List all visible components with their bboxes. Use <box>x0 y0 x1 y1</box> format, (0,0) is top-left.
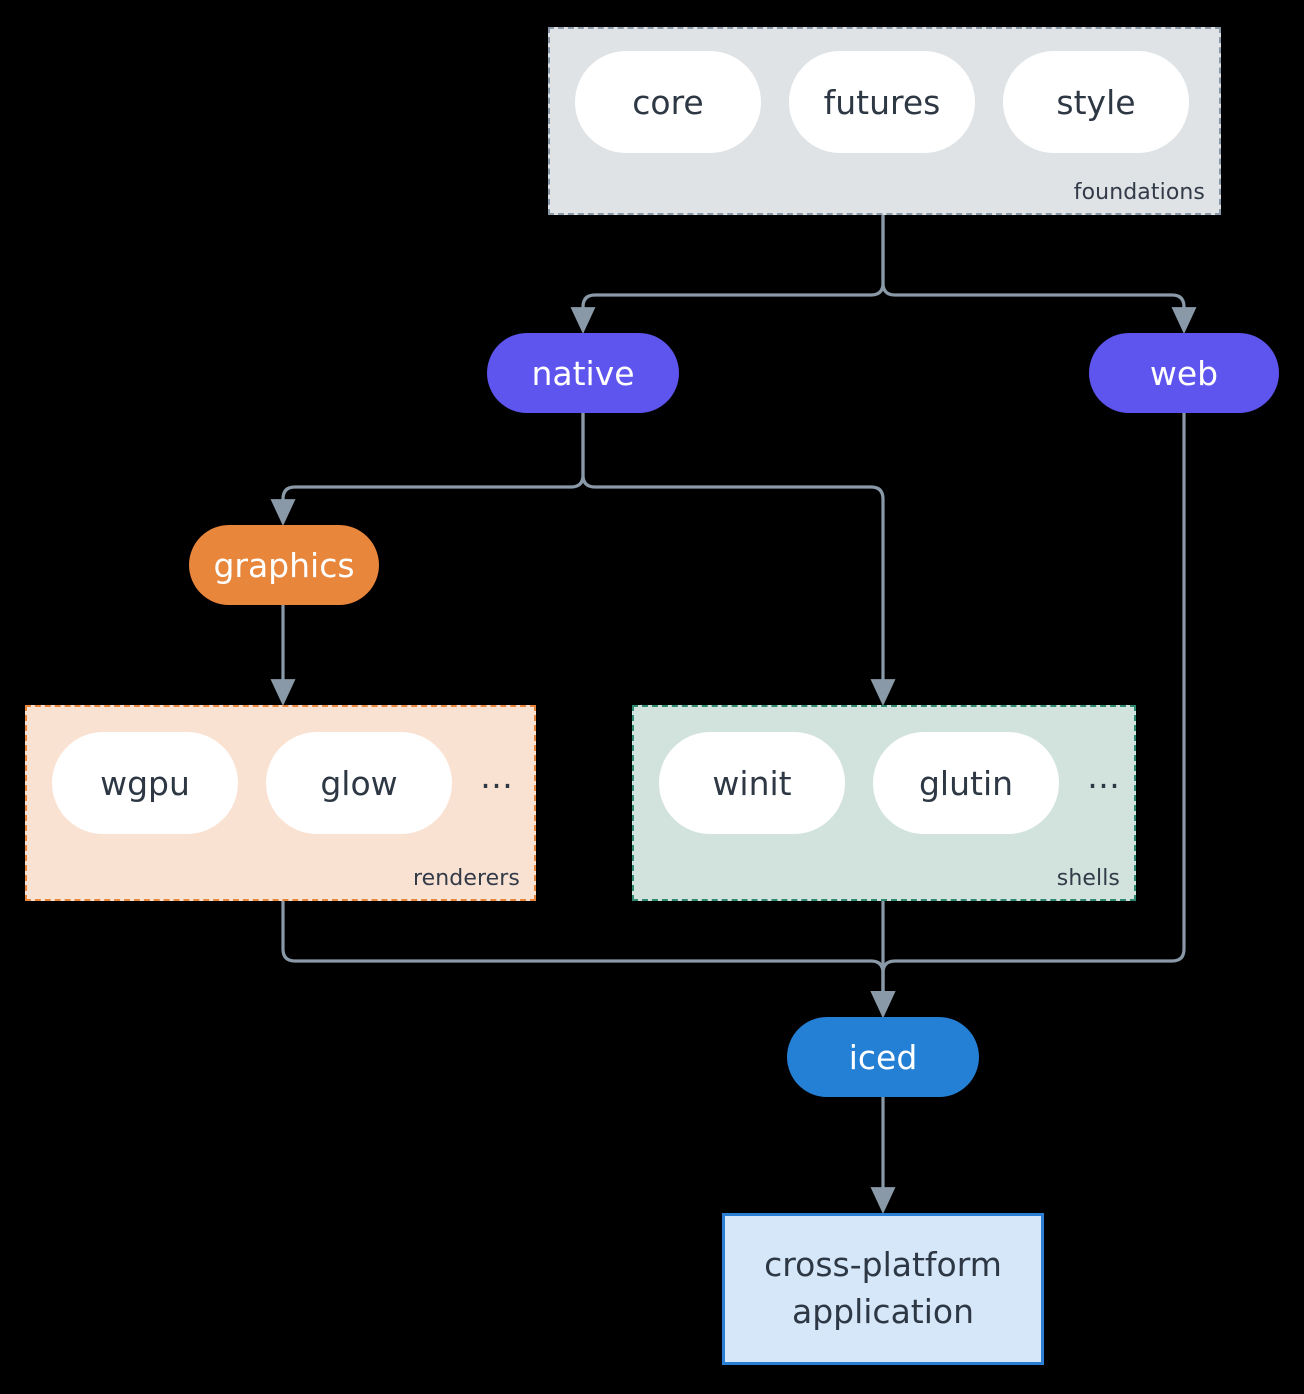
node-glow[interactable]: glow <box>266 732 452 834</box>
node-core[interactable]: core <box>575 51 761 153</box>
cluster-shells: winit glutin … shells <box>632 705 1136 901</box>
cluster-label-renderers: renderers <box>412 866 520 891</box>
foundations-item-row: core futures style <box>575 51 1189 153</box>
cluster-renderers: wgpu glow … renderers <box>25 705 536 901</box>
node-iced[interactable]: iced <box>787 1017 979 1097</box>
node-glutin[interactable]: glutin <box>873 732 1059 834</box>
edge-foundations-to-native <box>570 213 885 335</box>
renderers-overflow-ellipsis: … <box>480 756 513 796</box>
node-style[interactable]: style <box>1003 51 1189 153</box>
node-cross-platform-application[interactable]: cross-platform application <box>722 1213 1044 1365</box>
cluster-foundations: core futures style foundations <box>548 27 1221 215</box>
node-winit[interactable]: winit <box>659 732 845 834</box>
application-label-line2: application <box>791 1292 975 1331</box>
node-wgpu[interactable]: wgpu <box>52 732 238 834</box>
renderers-item-row: wgpu glow … <box>52 732 513 834</box>
edge-renderers-to-iced <box>281 899 896 1019</box>
shells-item-row: winit glutin … <box>659 732 1120 834</box>
application-label-line1: cross-platform <box>764 1245 1002 1285</box>
node-graphics[interactable]: graphics <box>189 525 379 605</box>
cluster-label-shells: shells <box>1056 866 1120 891</box>
node-futures[interactable]: futures <box>789 51 975 153</box>
shells-overflow-ellipsis: … <box>1087 756 1120 796</box>
cluster-label-foundations: foundations <box>1073 180 1205 205</box>
edge-native-to-shells <box>581 411 896 707</box>
node-web[interactable]: web <box>1089 333 1279 413</box>
edge-foundations-to-web <box>881 213 1197 335</box>
node-native[interactable]: native <box>487 333 679 413</box>
edge-native-to-graphics <box>270 411 585 527</box>
